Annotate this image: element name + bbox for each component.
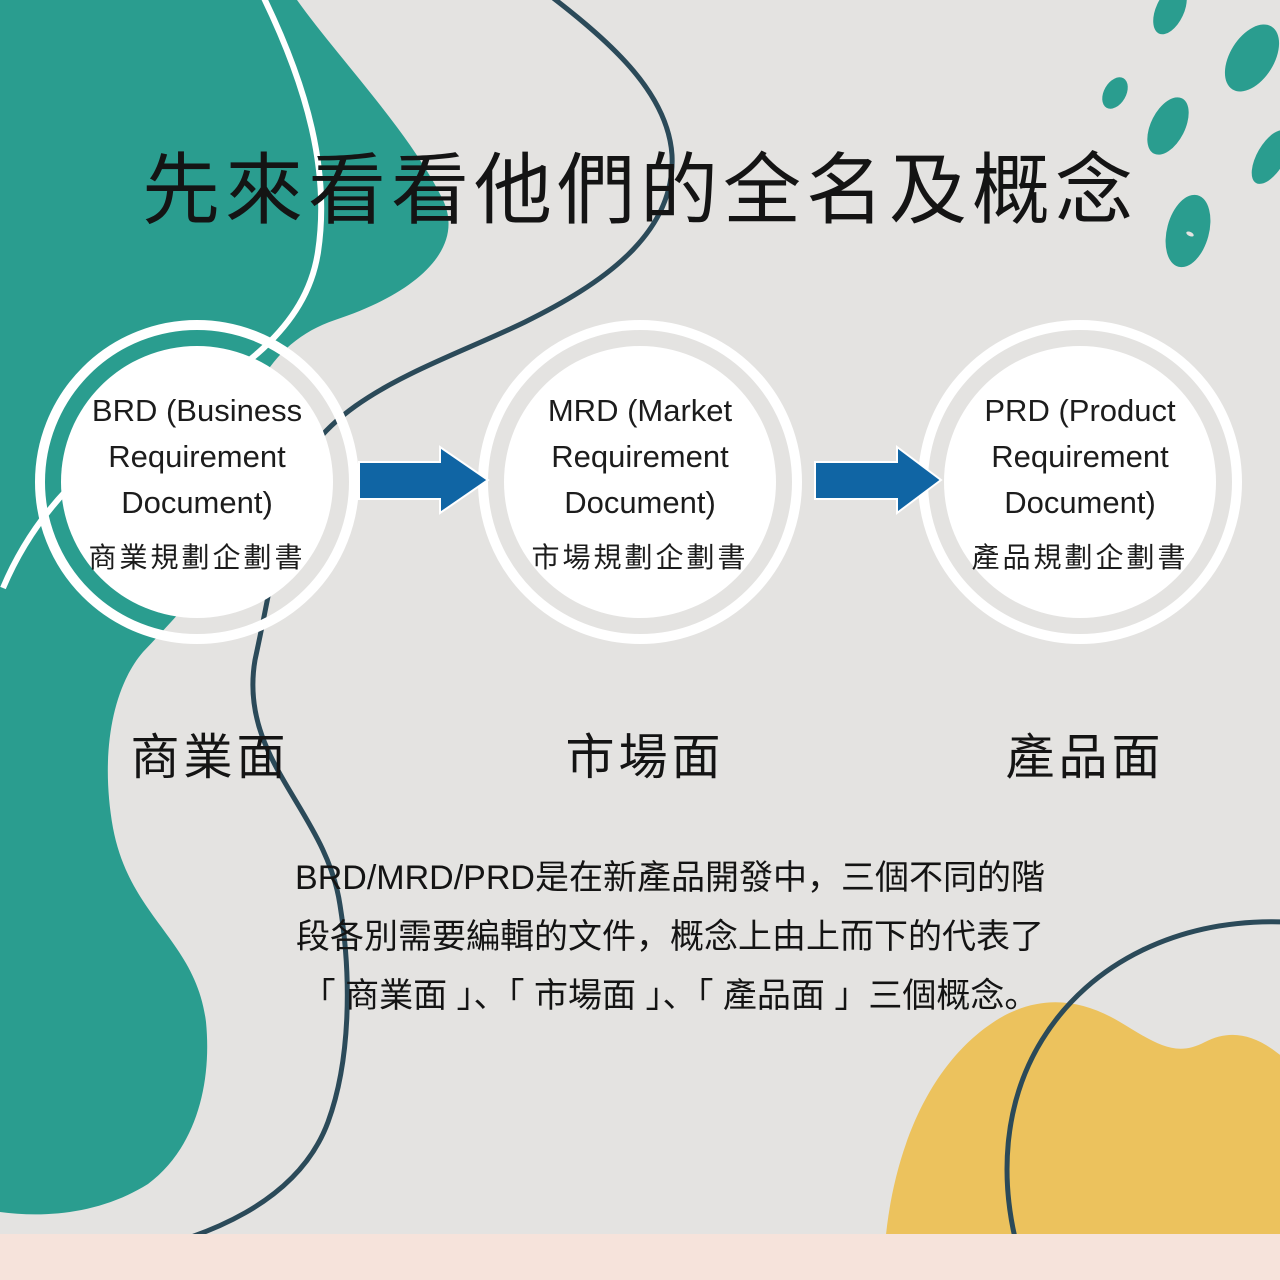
pink-bottom-bar	[0, 1234, 1280, 1280]
arrow-right-icon-1	[358, 445, 490, 515]
stage-brd-en-line3: Document)	[121, 485, 273, 520]
yellow-blob	[885, 1002, 1280, 1245]
description-line-1: BRD/MRD/PRD是在新產品開發中，三個不同的階	[295, 859, 1045, 897]
stage-text-prd: PRD (Product Requirement Document) 產品規劃企…	[930, 332, 1230, 632]
stage-mrd-zh-name: 市場規劃企劃書	[531, 542, 749, 573]
stage-mrd-en-line1: MRD (Market	[547, 393, 733, 428]
stage-brd-en-line1: BRD (Business	[91, 393, 303, 428]
stage-brd-zh-name: 商業規劃企劃書	[88, 542, 306, 573]
stage-prd-zh-name: 產品規劃企劃書	[971, 542, 1189, 573]
stage-label-market: 市場面	[565, 731, 725, 785]
stage-prd-en-line2: Requirement	[991, 439, 1169, 474]
stage-mrd-en-line3: Document)	[564, 485, 716, 520]
stage-prd-en-line1: PRD (Product	[984, 393, 1176, 428]
stage-text-brd: BRD (Business Requirement Document) 商業規劃…	[47, 332, 347, 632]
stage-text-mrd: MRD (Market Requirement Document) 市場規劃企劃…	[490, 332, 790, 632]
stage-label-business: 商業面	[130, 731, 290, 785]
navy-curve-left	[0, 0, 675, 1270]
arrow-right-icon-2	[814, 445, 943, 515]
stage-prd-en-line3: Document)	[1004, 485, 1156, 520]
stage-brd-en-line2: Requirement	[108, 439, 286, 474]
page-title: 先來看看他們的全名及概念	[141, 146, 1138, 234]
teal-dots-pattern	[1102, 0, 1280, 268]
stage-mrd-en-line2: Requirement	[551, 439, 729, 474]
stage-label-product: 產品面	[1005, 731, 1165, 785]
description-paragraph: BRD/MRD/PRD是在新產品開發中，三個不同的階 段各別需要編輯的文件，概念…	[240, 849, 1100, 1026]
description-line-2: 段各別需要編輯的文件，概念上由上而下的代表了	[296, 918, 1044, 956]
description-line-3: 「 商業面 」、「 市場面 」、「 產品面 」三個概念。	[301, 977, 1039, 1015]
navy-curve-right	[1004, 919, 1280, 1251]
stage-circle-brd	[35, 320, 359, 644]
teal-blob	[0, 0, 449, 1215]
